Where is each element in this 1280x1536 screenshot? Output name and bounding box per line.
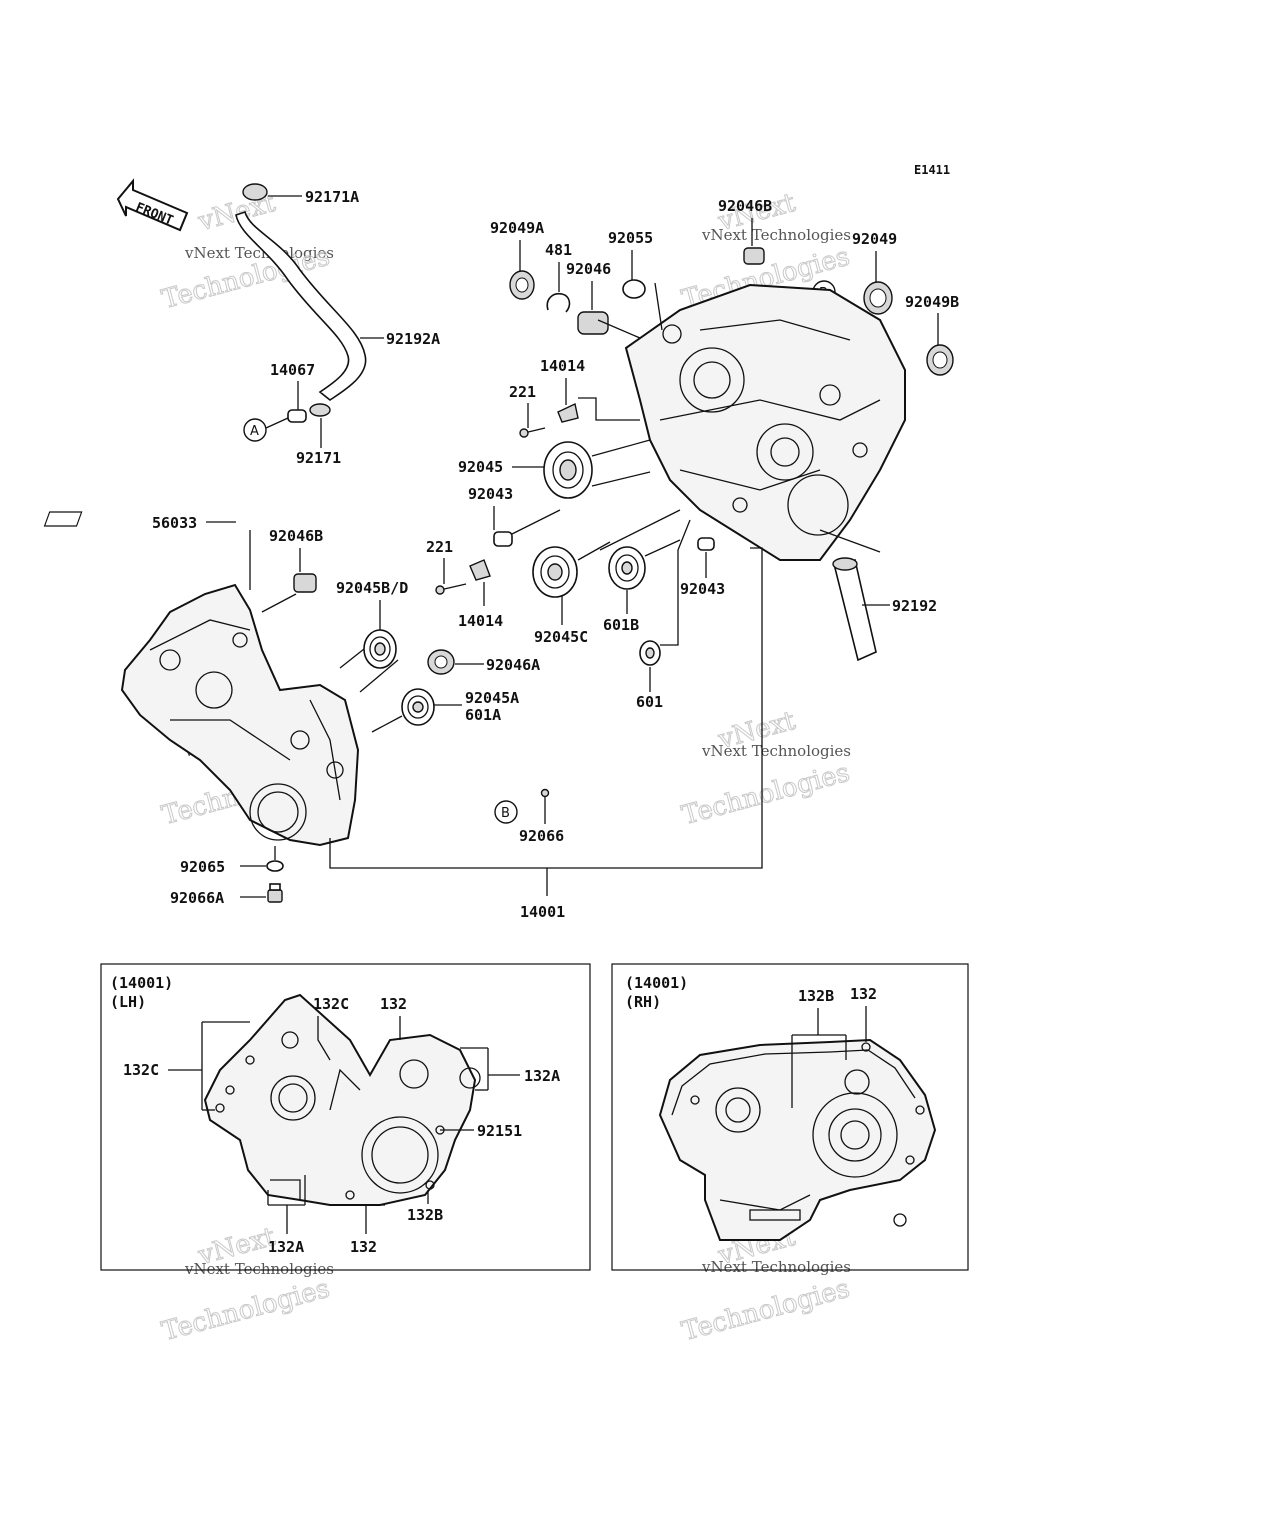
label-92049b: 92049B	[905, 293, 959, 311]
label-601: 601	[636, 693, 663, 711]
label-92046b-top: 92046B	[718, 197, 772, 215]
tube-92192-icon	[832, 557, 877, 662]
front-arrow-icon: FRONT	[116, 178, 189, 232]
label-92045bd: 92045B/D	[336, 579, 408, 597]
plate-14014-icon	[557, 402, 579, 423]
label-601a: 601A	[465, 706, 501, 724]
label-92043-top: 92043	[468, 485, 513, 503]
lh-label-132b: 132B	[407, 1206, 443, 1224]
rh-label-132b: 132B	[798, 987, 834, 1005]
lh-label-132c-left: 132C	[123, 1061, 159, 1079]
label-14014-mid: 14014	[458, 612, 503, 630]
screw-221-mid-icon	[435, 583, 467, 595]
label-92049a: 92049A	[490, 219, 544, 237]
drain-plug-92066a-icon	[267, 883, 283, 903]
label-14014-top: 14014	[540, 357, 585, 375]
decal-56033-icon	[43, 511, 83, 527]
label-92045a: 92045A	[465, 689, 519, 707]
clamp-92171-icon	[309, 403, 331, 417]
label-92066a: 92066A	[170, 889, 224, 907]
needle-bearing-92046b-left-icon	[293, 573, 317, 593]
bearing-92045a-icon	[401, 688, 435, 726]
diagram-code: E1411	[914, 163, 950, 177]
label-92045: 92045	[458, 458, 503, 476]
plug-92066-icon	[540, 788, 550, 798]
rh-label-132: 132	[850, 985, 877, 1003]
rh-box-side: (RH)	[625, 993, 661, 1011]
bearing-92045c-icon	[532, 546, 578, 598]
label-14001: 14001	[520, 903, 565, 921]
watermark-text: vNext Technologies	[184, 1260, 334, 1278]
label-481: 481	[545, 241, 572, 259]
crankcase-rh-view	[658, 1038, 937, 1241]
circlip-481-icon	[546, 292, 571, 313]
oring-92055-icon	[622, 279, 646, 299]
needle-bearing-92046-icon	[577, 311, 609, 335]
callout-a-text: A	[250, 424, 259, 439]
bearing-92045bd-icon	[363, 629, 397, 669]
label-92045c: 92045C	[534, 628, 588, 646]
callout-b-bottom: B	[494, 800, 518, 824]
label-92046: 92046	[566, 260, 611, 278]
watermark-text: vNext Technologies	[701, 1258, 851, 1276]
dowel-92043-top-icon	[493, 531, 513, 547]
callout-a-left: A	[243, 417, 289, 442]
label-92043-right: 92043	[680, 580, 725, 598]
crankcase-lh-half	[120, 583, 360, 847]
label-221-mid: 221	[426, 538, 453, 556]
lh-label-132-top: 132	[380, 995, 407, 1013]
label-92171a: 92171A	[305, 188, 359, 206]
label-92046b-left: 92046B	[269, 527, 323, 545]
hose-92192a-icon	[235, 210, 367, 401]
lh-box-title: (14001)	[110, 974, 173, 992]
screw-221-top-icon	[519, 427, 546, 438]
washer-92065-icon	[266, 860, 284, 872]
watermark-text: Technologies	[679, 758, 853, 832]
label-92171: 92171	[296, 449, 341, 467]
lh-label-132-bottom: 132	[350, 1238, 377, 1256]
lh-label-132a-bottom: 132A	[268, 1238, 304, 1256]
rh-detail-box	[611, 963, 969, 1271]
label-221-top: 221	[509, 383, 536, 401]
lh-label-132c-top: 132C	[313, 995, 349, 1013]
rh-box-title: (14001)	[625, 974, 688, 992]
watermark-text: Technologies	[159, 1274, 333, 1348]
watermark-text: Technologies	[679, 1274, 853, 1348]
bearing-601-icon	[639, 640, 661, 666]
label-92192: 92192	[892, 597, 937, 615]
lh-detail-box	[100, 963, 591, 1271]
dowel-92043-right-icon	[697, 537, 715, 551]
lh-label-132a-right: 132A	[524, 1067, 560, 1085]
plate-14014-mid-icon	[469, 559, 491, 581]
fitting-14067-icon	[287, 409, 307, 423]
label-601b: 601B	[603, 616, 639, 634]
label-92055: 92055	[608, 229, 653, 247]
label-14067: 14067	[270, 361, 315, 379]
needle-bearing-92046b-icon	[743, 247, 765, 265]
label-92192a: 92192A	[386, 330, 440, 348]
lh-label-92151: 92151	[477, 1122, 522, 1140]
watermark-text: vNext Technologies	[184, 244, 334, 262]
lh-box-side: (LH)	[110, 993, 146, 1011]
label-92066: 92066	[519, 827, 564, 845]
watermark-text: vNext Technologies	[701, 742, 851, 760]
callout-b-text: B	[501, 806, 510, 821]
crankcase-lh-view	[203, 993, 481, 1206]
label-92049: 92049	[852, 230, 897, 248]
label-92046a: 92046A	[486, 656, 540, 674]
needle-bearing-92046a-icon	[427, 649, 455, 675]
clamp-92171a-icon	[242, 183, 268, 201]
label-92065: 92065	[180, 858, 225, 876]
watermark-text: vNext Technologies	[701, 226, 851, 244]
bearing-92045-icon	[543, 441, 593, 499]
crankcase-rh-half	[624, 283, 906, 561]
breather-hose-group	[235, 183, 367, 423]
bearing-601b-icon	[608, 546, 646, 590]
label-56033: 56033	[152, 514, 197, 532]
